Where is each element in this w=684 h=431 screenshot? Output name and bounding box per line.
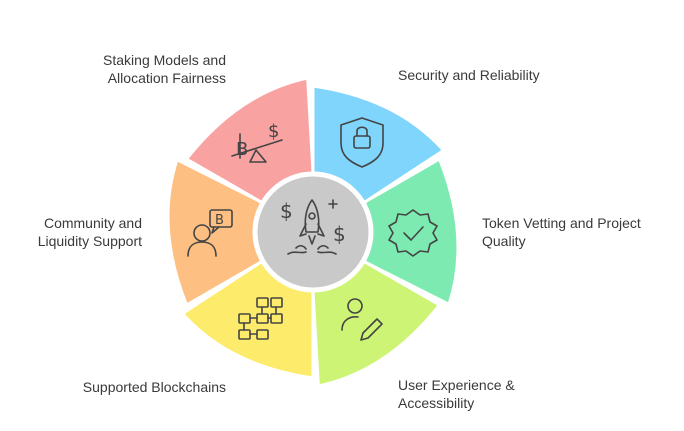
label-blockchains: Supported Blockchains (50, 378, 226, 396)
segment-vetting (363, 157, 460, 306)
label-line: Security and Reliability (398, 67, 540, 83)
user-edit-icon (341, 298, 383, 341)
blockchain-grid-icon (238, 297, 283, 340)
label-ux: User Experience & Accessibility (398, 376, 515, 412)
svg-text:$: $ (333, 222, 346, 246)
label-staking: Staking Models and Allocation Fairness (70, 51, 226, 87)
label-line: Accessibility (398, 395, 475, 411)
rocket-dollar-icon: $ $ (280, 199, 346, 255)
seesaw-bitcoin-dollar-icon: B $ (231, 121, 283, 163)
label-line: User Experience & (398, 377, 515, 393)
label-line: Supported Blockchains (82, 379, 226, 395)
verified-badge-icon (388, 209, 438, 257)
label-line: Liquidity Support (37, 233, 142, 249)
label-line: Token Vetting and Project (482, 215, 641, 231)
svg-text:B: B (215, 213, 224, 228)
segment-security (311, 84, 446, 204)
label-line: Allocation Fairness (107, 70, 226, 86)
shield-lock-icon (340, 117, 384, 168)
segment-blockchains (180, 260, 315, 380)
segment-staking (185, 76, 315, 204)
person-bitcoin-chat-icon: B (187, 209, 233, 257)
segment-community (166, 158, 263, 307)
segment-ux (311, 260, 441, 388)
svg-text:B: B (236, 139, 248, 160)
label-line: Quality (482, 233, 526, 249)
label-line: Community and (43, 215, 142, 231)
label-security: Security and Reliability (398, 66, 540, 84)
label-community: Community and Liquidity Support (20, 214, 142, 250)
svg-text:$: $ (280, 199, 293, 223)
label-line: Staking Models and (103, 52, 226, 68)
svg-text:$: $ (268, 121, 279, 142)
label-vetting: Token Vetting and Project Quality (482, 214, 641, 250)
